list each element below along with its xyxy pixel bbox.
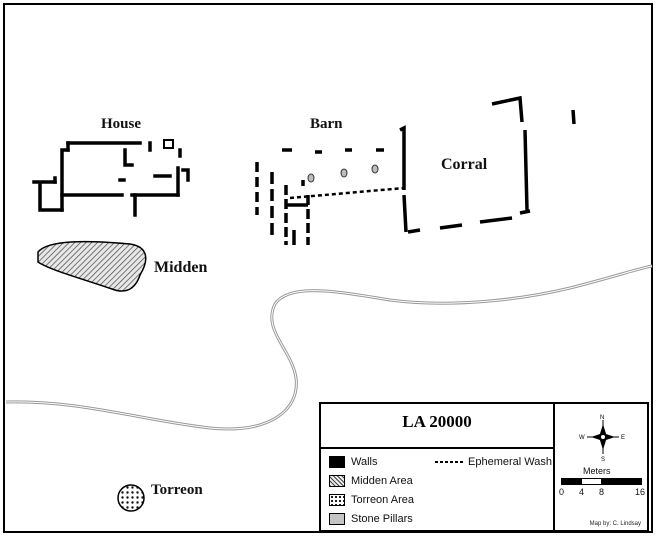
- stone-pillars: [307, 164, 379, 183]
- barn-label: Barn: [310, 116, 343, 132]
- compass-west: W: [579, 435, 585, 441]
- legend-label-walls: Walls: [351, 456, 378, 468]
- legend-box: LA 20000 Walls Midden Area Torreon Area …: [319, 402, 649, 532]
- compass-north: N: [600, 415, 604, 421]
- wash-swatch: [435, 461, 463, 463]
- legend-divider-horizontal: [321, 447, 553, 449]
- legend-label-midden: Midden Area: [351, 475, 413, 487]
- legend-divider-vertical: [553, 404, 555, 532]
- scale-bar: [561, 478, 642, 485]
- legend-title: LA 20000: [402, 412, 472, 431]
- scale-tick-16: 16: [635, 487, 646, 497]
- legend-item-wash: Ephemeral Wash: [435, 456, 552, 468]
- pillars-swatch: [329, 513, 345, 525]
- legend-item-pillars: Stone Pillars: [329, 513, 413, 525]
- legend-item-midden: Midden Area: [329, 475, 413, 487]
- scale-tick-4: 4: [579, 487, 585, 497]
- torreon-label: Torreon: [151, 482, 203, 498]
- midden-area: [37, 240, 147, 292]
- scale-title: Meters: [583, 466, 611, 476]
- midden-label: Midden: [154, 259, 208, 276]
- house-chimney: [163, 139, 174, 149]
- torreon-swatch: [329, 494, 345, 506]
- compass-east: E: [621, 435, 625, 441]
- legend-label-torreon: Torreon Area: [351, 494, 414, 506]
- north-arrow-icon: N S W E: [579, 415, 625, 462]
- map-credit: Map by: C. Lindsay: [589, 521, 641, 527]
- torreon-area: [117, 484, 145, 512]
- corral-walls: [399, 95, 576, 234]
- legend-item-torreon: Torreon Area: [329, 494, 414, 506]
- compass-south: S: [601, 457, 605, 462]
- scale-tick-0: 0: [559, 487, 565, 497]
- house-walls: [32, 141, 190, 217]
- legend-item-walls: Walls: [329, 456, 377, 468]
- legend-label-wash: Ephemeral Wash: [468, 456, 552, 468]
- house-label: House: [101, 116, 142, 132]
- midden-swatch: [329, 475, 345, 487]
- map-frame: [3, 3, 653, 533]
- legend-label-pillars: Stone Pillars: [351, 513, 413, 525]
- walls-swatch: [329, 456, 345, 468]
- barn-partition: [289, 186, 405, 200]
- corral-label: Corral: [441, 156, 488, 173]
- scale-tick-8: 8: [599, 487, 605, 497]
- barn-walls: [255, 148, 384, 245]
- ephemeral-wash-inner: [5, 265, 653, 430]
